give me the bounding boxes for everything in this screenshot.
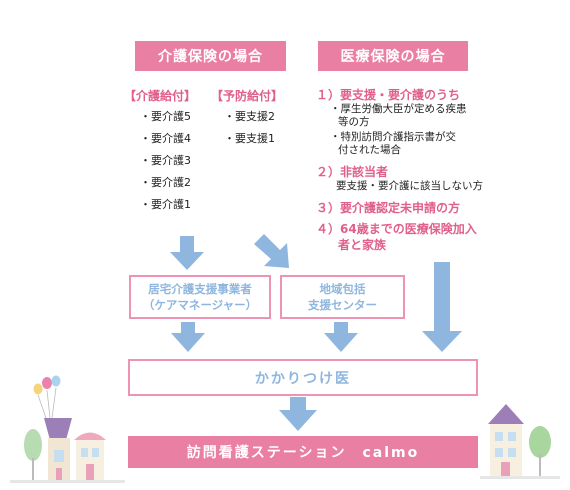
sub-line: ・厚生労働大臣が定める疾患: [330, 103, 467, 115]
community-line: 地域包括: [319, 282, 366, 296]
list-item: ・要介護2: [140, 176, 191, 189]
arrow-down-icon: [170, 236, 204, 270]
visiting-nurse-station-box: 訪問看護ステーション calmo: [128, 436, 478, 468]
medical-item-4: ４）64歳までの医療保険加入 者と家族: [316, 221, 477, 253]
list-item: ・要介護3: [140, 154, 191, 167]
community-support-center-box: 地域包括 支援センター: [280, 275, 405, 319]
medical-insurance-header: 医療保険の場合: [318, 41, 468, 71]
medical-item-4-line: ４）64歳までの医療保険加入: [316, 222, 477, 236]
care-manager-line: 居宅介護支援事業者: [148, 282, 252, 296]
care-benefit-label: 【介護給付】: [124, 89, 197, 103]
house-tree-illustration: [480, 404, 560, 479]
arrow-down-icon: [422, 262, 462, 352]
medical-item-4-line: 者と家族: [338, 238, 387, 252]
list-item: ・要支援2: [224, 110, 275, 123]
family-doctor-box: かかりつけ医: [128, 359, 478, 396]
medical-item-2-sub: 要支援・要介護に該当しない方: [336, 180, 483, 192]
list-item: ・要介護5: [140, 110, 191, 123]
list-item: ・要支援1: [224, 132, 275, 145]
arrow-down-icon: [171, 322, 205, 352]
community-line: 支援センター: [308, 298, 377, 312]
medical-item-1-title: １）要支援・要介護のうち: [316, 88, 461, 102]
house-balloons-illustration: [10, 375, 125, 483]
care-benefit-list: ・要介護5 ・要介護4 ・要介護3 ・要介護2 ・要介護1: [140, 106, 191, 216]
arrow-diagonal-icon: [254, 234, 289, 268]
sub-line: 等の方: [338, 116, 370, 128]
sub-line: 付された場合: [338, 144, 401, 156]
prevention-benefit-list: ・要支援2 ・要支援1: [224, 106, 275, 150]
arrow-down-icon: [324, 322, 358, 352]
sub-line: ・特別訪問介護指示書が交: [330, 131, 456, 143]
medical-item-1-sub-2: ・特別訪問介護指示書が交 付された場合: [330, 131, 456, 157]
medical-item-3-title: ３）要介護認定未申請の方: [316, 201, 461, 215]
list-item: ・要介護1: [140, 198, 191, 211]
prevention-benefit-label: 【予防給付】: [211, 89, 284, 103]
care-manager-box: 居宅介護支援事業者 （ケアマネージャー）: [129, 275, 271, 319]
list-item: ・要介護4: [140, 132, 191, 145]
medical-item-1-sub-1: ・厚生労働大臣が定める疾患 等の方: [330, 103, 467, 129]
arrow-down-icon: [279, 397, 317, 431]
care-manager-line: （ケアマネージャー）: [142, 298, 258, 312]
care-insurance-header: 介護保険の場合: [135, 41, 286, 71]
medical-item-2-title: ２）非該当者: [316, 165, 389, 179]
